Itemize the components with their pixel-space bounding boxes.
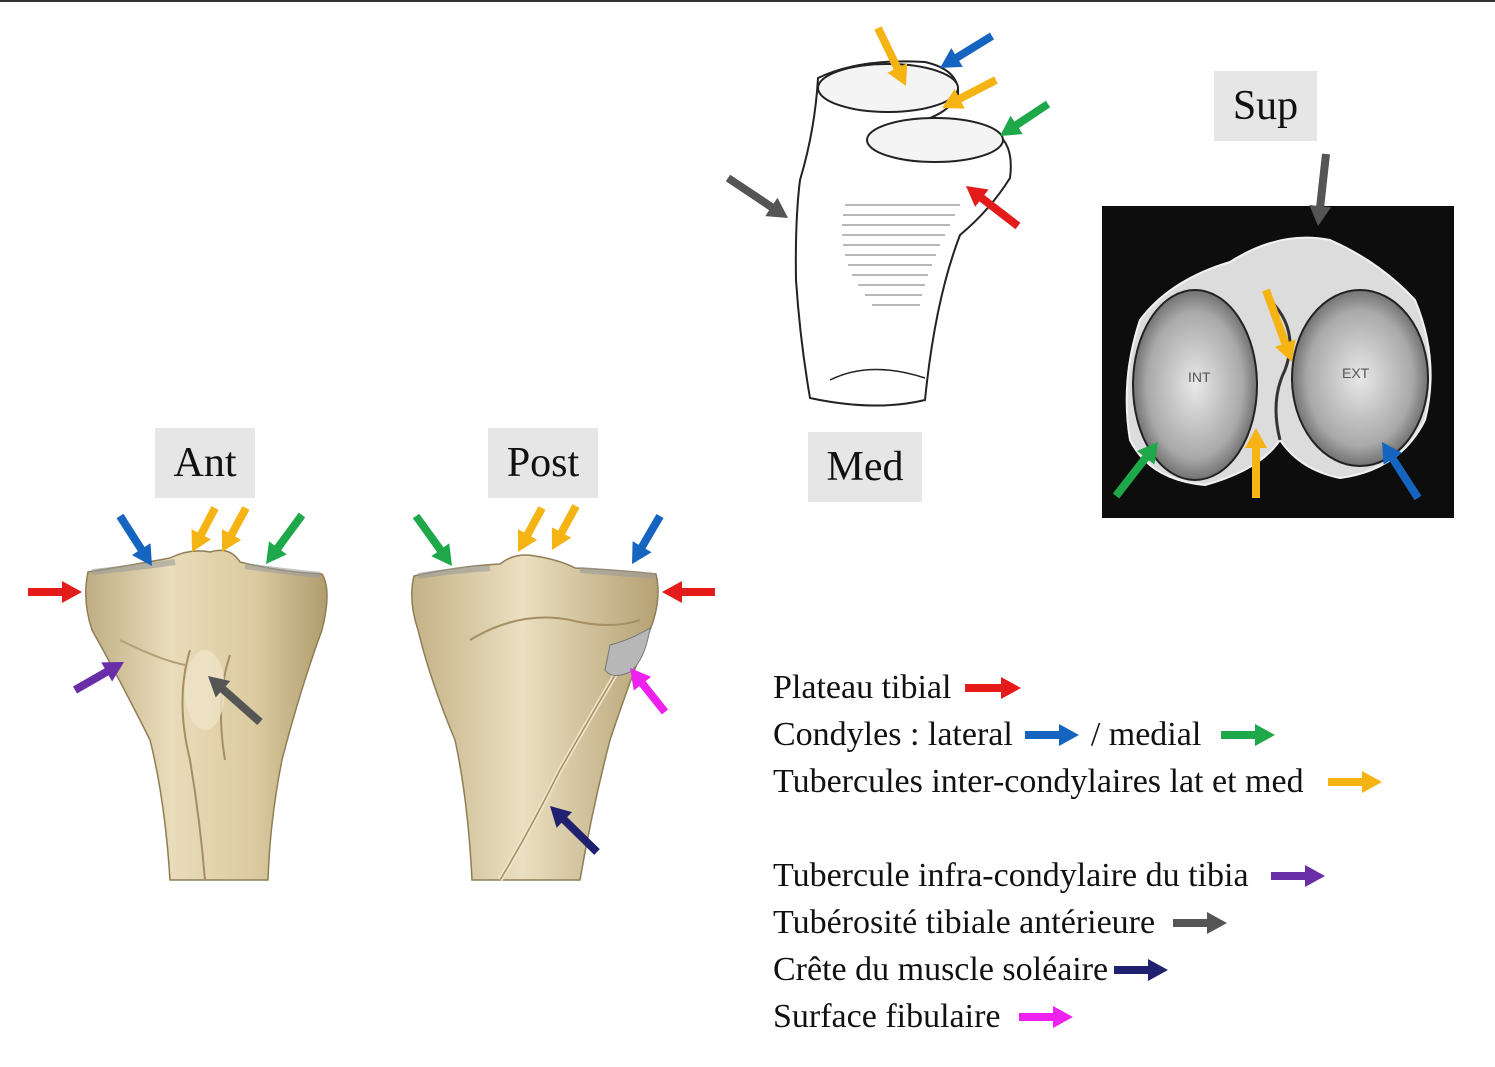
yellow-arrow-icon [1327,770,1382,793]
green-arrow-icon [1221,723,1276,746]
yellow-arrow-icon [221,506,250,552]
red-arrow-icon [965,676,1022,699]
legend-row-plateau: Plateau tibial [773,664,1384,711]
gray-arrow-icon [1309,153,1332,226]
gray-arrow-icon [725,174,788,218]
navy-arrow-icon [1114,958,1169,981]
gray-arrow-icon [208,676,263,725]
legend-label-tubercules: Tubercules inter-condylaires lat et med [773,763,1304,800]
tibia-posterior-view [411,554,659,882]
green-arrow-icon [1112,442,1158,499]
legend-row-crete: Crête du muscle soléaire [773,946,1384,993]
tibia-superior-image: INT EXT [1102,206,1454,518]
green-arrow-icon [266,512,306,564]
yellow-arrow-icon [551,504,580,550]
pointer-arrows [28,26,1422,855]
purple-arrow-icon [73,662,124,694]
legend-label-surface: Surface fibulaire [773,998,1001,1035]
legend-label-plateau: Plateau tibial [773,669,952,706]
yellow-arrow-icon [942,76,998,109]
legend-label-tuberosite: Tubérosité tibiale antérieure [773,904,1156,941]
green-arrow-icon [1000,100,1051,136]
view-label-sup: Sup [1214,71,1317,141]
legend-row-tubercule-infra: Tubercule infra-condylaire du tibia [773,852,1384,899]
blue-arrow-icon [940,32,995,68]
red-arrow-icon [28,581,82,603]
yellow-arrow-icon [874,26,908,86]
legend-row-condyles: Condyles : lateral / medial [773,711,1384,758]
magenta-arrow-icon [1018,1005,1073,1028]
magenta-arrow-icon [630,668,669,715]
legend-row-surface: Surface fibulaire [773,993,1384,1040]
purple-arrow-icon [1270,864,1325,887]
red-arrow-icon [662,581,715,603]
legend: Plateau tibial Condyles : lateral / medi… [773,664,1384,1040]
red-arrow-icon [966,186,1021,230]
view-label-post: Post [488,428,598,498]
tibia-anterior-view [85,549,328,881]
navy-arrow-icon [550,806,600,855]
blue-arrow-icon [116,513,152,566]
sup-ext-mark: EXT [1342,365,1370,381]
blue-arrow-icon [632,514,664,564]
legend-label-condyles: Condyles : lateral [773,716,1013,753]
legend-label-tubercule-infra: Tubercule infra-condylaire du tibia [773,857,1249,894]
gray-arrow-icon [1173,911,1228,934]
blue-arrow-icon [1382,442,1422,501]
yellow-arrow-icon [191,506,219,552]
tibia-medial-drawing [794,60,1012,407]
legend-label-condyles-medial: / medial [1090,716,1202,753]
yellow-arrow-icon [517,506,546,552]
legend-row-tubercules: Tubercules inter-condylaires lat et med [773,758,1384,805]
view-label-med: Med [808,432,922,502]
view-label-ant: Ant [155,428,255,498]
legend-row-tuberosite: Tubérosité tibiale antérieure [773,899,1384,946]
legend-label-crete: Crête du muscle soléaire [773,951,1109,988]
yellow-arrow-icon [1262,288,1296,362]
green-arrow-icon [412,513,452,566]
yellow-arrow-icon [1245,428,1267,498]
blue-arrow-icon [1024,723,1079,746]
sup-int-mark: INT [1188,369,1211,385]
